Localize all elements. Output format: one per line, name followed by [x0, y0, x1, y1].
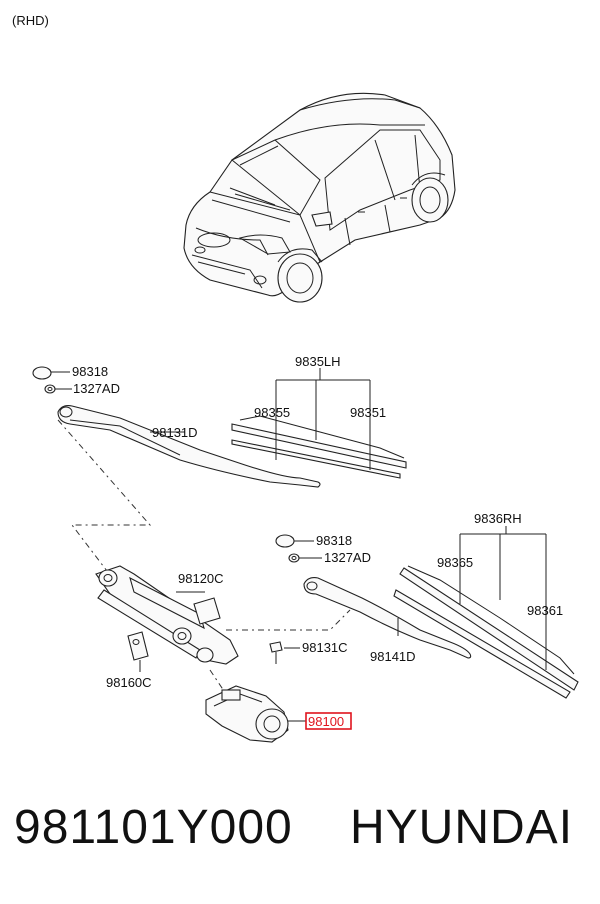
callout-cap-left: 98318 — [72, 364, 108, 379]
linkage-assembly — [95, 565, 239, 665]
callout-blade-rh-a: 98365 — [437, 555, 473, 570]
callout-blade-lh: 9835LH — [295, 354, 341, 369]
callout-arm-right: 98141D — [370, 649, 416, 664]
callout-motor: 98100 — [308, 714, 344, 729]
variant-label: (RHD) — [12, 13, 49, 28]
callout-arm-left: 98131D — [152, 425, 198, 440]
part-number: 981101Y000 — [14, 801, 293, 854]
callout-motor-highlight — [305, 712, 352, 730]
callout-nut-left: 1327AD — [73, 381, 120, 396]
bolt-part — [269, 641, 300, 664]
car-illustration — [183, 92, 456, 303]
callout-blade-lh-b: 98351 — [350, 405, 386, 420]
cap-left-shape — [32, 366, 52, 380]
callout-cap-right: 98318 — [316, 533, 352, 548]
callout-nut-right: 1327AD — [324, 550, 371, 565]
callout-bolt: 98131C — [302, 640, 348, 655]
motor-part — [205, 685, 306, 743]
brand-name: HYUNDAI — [350, 801, 574, 854]
callout-blade-lh-a: 98355 — [254, 405, 290, 420]
right-wiper-blade — [393, 526, 579, 699]
callout-linkage: 98120C — [178, 571, 224, 586]
right-wiper-arm — [275, 534, 472, 659]
bracket-part — [127, 631, 149, 672]
callout-bracket: 98160C — [106, 675, 152, 690]
callout-blade-rh: 9836RH — [474, 511, 522, 526]
callout-blade-rh-b: 98361 — [527, 603, 563, 618]
connection-lines — [57, 419, 351, 701]
left-wiper-blade — [231, 368, 407, 479]
left-wiper-arm — [32, 366, 321, 488]
